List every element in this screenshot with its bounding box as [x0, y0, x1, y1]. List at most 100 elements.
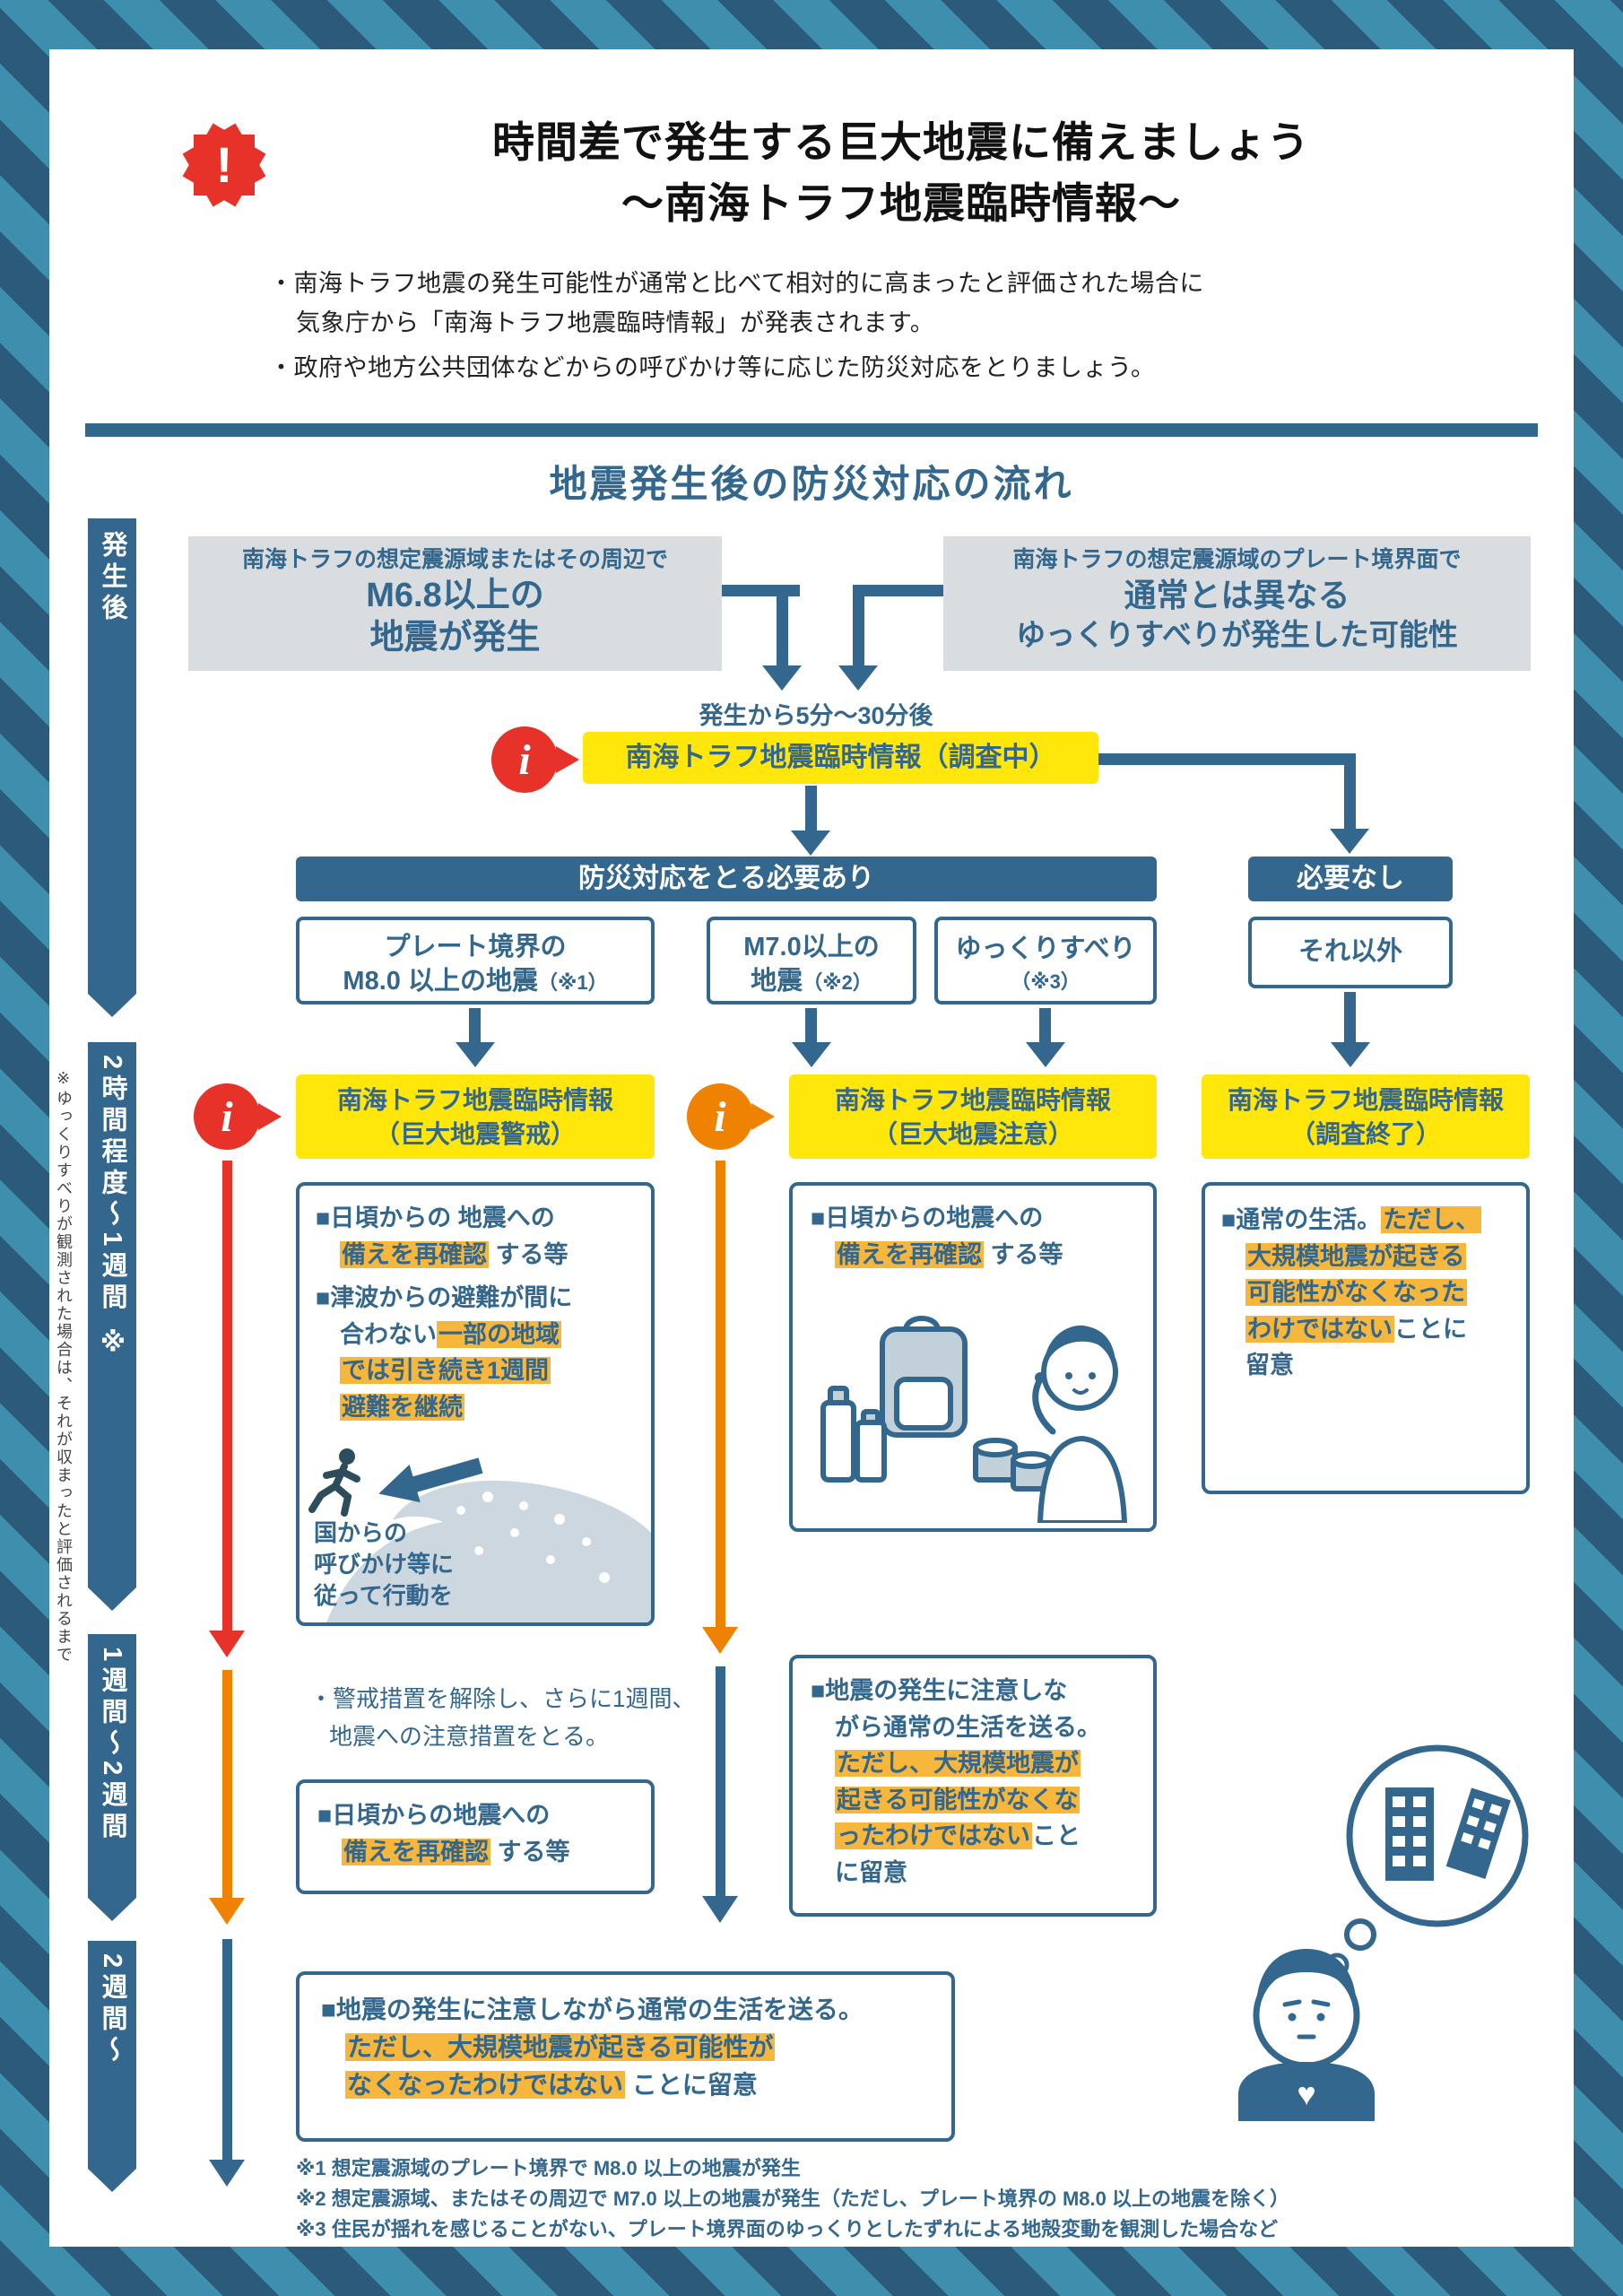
timeline-phase-label: 1週間〜2週間	[98, 1647, 126, 1844]
flow-section-title: 地震発生後の防災対応の流れ	[549, 463, 1074, 505]
timeline-phase-label: 発生後	[98, 531, 126, 625]
main-title-line2: 〜南海トラフ地震臨時情報〜	[621, 179, 1181, 227]
condition-slow-slip: ゆっくりすべり （※3）	[934, 917, 1157, 1004]
footnote-3: ※3 住民が揺れを感じることがない、プレート境界面のゆっくりとしたずれによる地殻…	[296, 2218, 1279, 2240]
action-line: 留意	[1245, 1352, 1294, 1378]
down-arrowhead	[1330, 829, 1369, 854]
info-icon-red: i	[194, 1083, 260, 1150]
keikai-actions-box: ■日頃からの 地震への 備えを再確認 する等 ■津波からの避難が間に 合わない一…	[296, 1182, 655, 1626]
down-arrowhead	[791, 831, 830, 856]
trigger-slowslip-box: 南海トラフの想定震源域のプレート境界面で 通常とは異なる ゆっくりすべりが発生し…	[943, 536, 1531, 671]
result-banner-line2: （巨大地震警戒）	[374, 1119, 576, 1148]
timeline-phase-after-2weeks: 2週間〜	[88, 1941, 136, 2192]
action-line: ■津波からの避難が間に	[316, 1284, 573, 1311]
trigger-slowslip-line2: 通常とは異なる	[1124, 576, 1350, 613]
down-arrowhead	[762, 665, 802, 691]
action-line: ただし、大規模地震が	[835, 1750, 1081, 1777]
action-line: がら通常の生活を送る。	[835, 1713, 1101, 1741]
phase-arrow-segment-orange	[716, 1161, 725, 1629]
svg-text:♥: ♥	[1297, 2075, 1315, 2112]
caption-line: 従って行動を	[314, 1581, 453, 1609]
action-line: ■日頃からの地震への	[811, 1205, 1044, 1231]
evacuation-direction-arrow-icon	[378, 1457, 483, 1503]
condition-other: それ以外	[1248, 917, 1453, 988]
action-line: 備えを再確認 する等	[342, 1838, 570, 1866]
down-arrowhead	[792, 1042, 831, 1067]
week2-left-box: ■日頃からの地震への 備えを再確認 する等	[296, 1779, 655, 1894]
info-glyph: i	[221, 1092, 233, 1141]
result-shuryo-banner: 南海トラフ地震臨時情報 （調査終了）	[1202, 1074, 1530, 1159]
down-arrowhead	[838, 665, 878, 691]
phase-arrow-segment-blue	[716, 1666, 725, 1898]
action-line: 起きる可能性がなくな	[835, 1786, 1081, 1813]
connector-segment	[1039, 1008, 1051, 1044]
action-line: ■地震の発生に注意しな	[811, 1677, 1068, 1704]
trigger-earthquake-line3: 地震が発生	[369, 619, 541, 657]
info-glyph: i	[714, 1092, 726, 1141]
thinking-person-illustration: ♥	[1238, 1744, 1529, 2121]
condition-text: M8.0 以上の地震	[343, 966, 538, 996]
info-glyph: i	[518, 735, 531, 784]
investigating-banner: 南海トラフ地震臨時情報（調査中）	[583, 732, 1098, 784]
down-arrowhead	[1331, 1042, 1370, 1067]
caption-line: 呼びかけ等に	[314, 1550, 455, 1578]
result-banner-line1: 南海トラフ地震臨時情報	[1227, 1086, 1504, 1114]
action-line: 備えを再確認 する等	[340, 1240, 568, 1268]
intro-bullet-2: ・政府や地方公共団体などからの呼びかけ等に応じた防災対応をとりましょう。	[269, 354, 1156, 381]
action-line: 大規模地震が起きる	[1245, 1242, 1467, 1270]
timeline-phase-after-occurrence: 発生後	[88, 518, 136, 1017]
connector-segment	[469, 1008, 481, 1044]
slow-slip-side-note: ※ゆっくりすべりが観測された場合は、それが収まったと評価されるまで	[55, 1069, 73, 1664]
alert-burst-icon: !	[181, 122, 267, 208]
action-line: 備えを再確認 する等	[835, 1240, 1063, 1268]
connector-segment	[859, 585, 943, 596]
result-keikai-banner: 南海トラフ地震臨時情報 （巨大地震警戒）	[296, 1074, 655, 1159]
branch-noneed-bar: 必要なし	[1248, 857, 1453, 901]
connector-segment	[777, 585, 788, 667]
action-line: なくなったわけではない ことに留意	[345, 2071, 758, 2099]
action-line: に留意	[835, 1858, 907, 1886]
info-icon-tail	[258, 1103, 282, 1130]
trigger-earthquake-box: 南海トラフの想定震源域またはその周辺で M6.8以上の 地震が発生	[188, 536, 722, 671]
phase-arrowhead-blue	[702, 1896, 738, 1923]
tsunami-wave-illustration	[326, 1480, 651, 1622]
condition-footnote-ref: （※3）	[1011, 970, 1081, 993]
condition-line: 地震（※2）	[710, 965, 913, 999]
branch-need-bar: 防災対応をとる必要あり	[296, 857, 1157, 901]
trigger-earthquake-line1: 南海トラフの想定震源域またはその周辺で	[241, 547, 668, 572]
info-icon-tail	[556, 746, 579, 773]
trigger-slowslip-line3: ゆっくりすべりが発生した可能性	[1016, 618, 1458, 652]
action-line: では引き続き1週間	[340, 1357, 551, 1384]
condition-line: プレート境界の	[384, 933, 567, 961]
down-arrowhead	[456, 1042, 495, 1067]
action-line: ■地震の発生に注意しながら通常の生活を送る。	[321, 1996, 864, 2023]
keikai-caption: 国からの 呼びかけ等に 従って行動を	[314, 1518, 454, 1612]
condition-line: M7.0以上の	[743, 933, 880, 961]
phase-arrow-segment-blue	[222, 1939, 232, 2161]
action-line: ■日頃からの地震への	[317, 1802, 551, 1829]
week2-note-line2: 地震への注意措置をとる。	[329, 1722, 610, 1750]
condition-m7: M7.0以上の 地震（※2）	[707, 917, 916, 1004]
week2-note: ・警戒措置を解除し、さらに1週間、 地震への注意措置をとる。	[309, 1681, 695, 1755]
action-line: ■通常の生活。ただし、	[1221, 1206, 1482, 1233]
exclamation-glyph: !	[215, 136, 233, 193]
action-line: わけではないことに	[1245, 1315, 1467, 1343]
footnote-2: ※2 想定震源域、またはその周辺で M7.0 以上の地震が発生（ただし、プレート…	[296, 2187, 1290, 2210]
result-banner-line1: 南海トラフ地震臨時情報	[336, 1086, 613, 1114]
week2-mid-box: ■地震の発生に注意しな がら通常の生活を送る。 ただし、大規模地震が 起きる可能…	[789, 1655, 1157, 1917]
section-divider	[85, 423, 1538, 437]
action-line: ったわけではないこと	[835, 1822, 1081, 1849]
emergency-supplies-illustration	[820, 1316, 1128, 1523]
main-title-line1: 時間差で発生する巨大地震に備えましょう	[492, 118, 1310, 166]
condition-text: 地震	[751, 966, 803, 996]
intro-bullet-1-line1: ・南海トラフ地震の発生可能性が通常と比べて相対的に高まったと評価された場合に	[269, 270, 1204, 297]
running-person-icon	[308, 1448, 360, 1517]
condition-line: M8.0 以上の地震（※1）	[299, 965, 651, 999]
result-banner-line2: （巨大地震注意）	[872, 1119, 1073, 1148]
timeline-phase-label: 2週間〜	[98, 1953, 126, 2068]
condition-line: ゆっくりすべり	[955, 935, 1136, 963]
trigger-slowslip-line1: 南海トラフの想定震源域のプレート境界面で	[1012, 547, 1462, 572]
result-banner-line2: （調査終了）	[1289, 1119, 1441, 1148]
chui-actions-box: ■日頃からの地震への 備えを再確認 する等	[789, 1182, 1157, 1532]
